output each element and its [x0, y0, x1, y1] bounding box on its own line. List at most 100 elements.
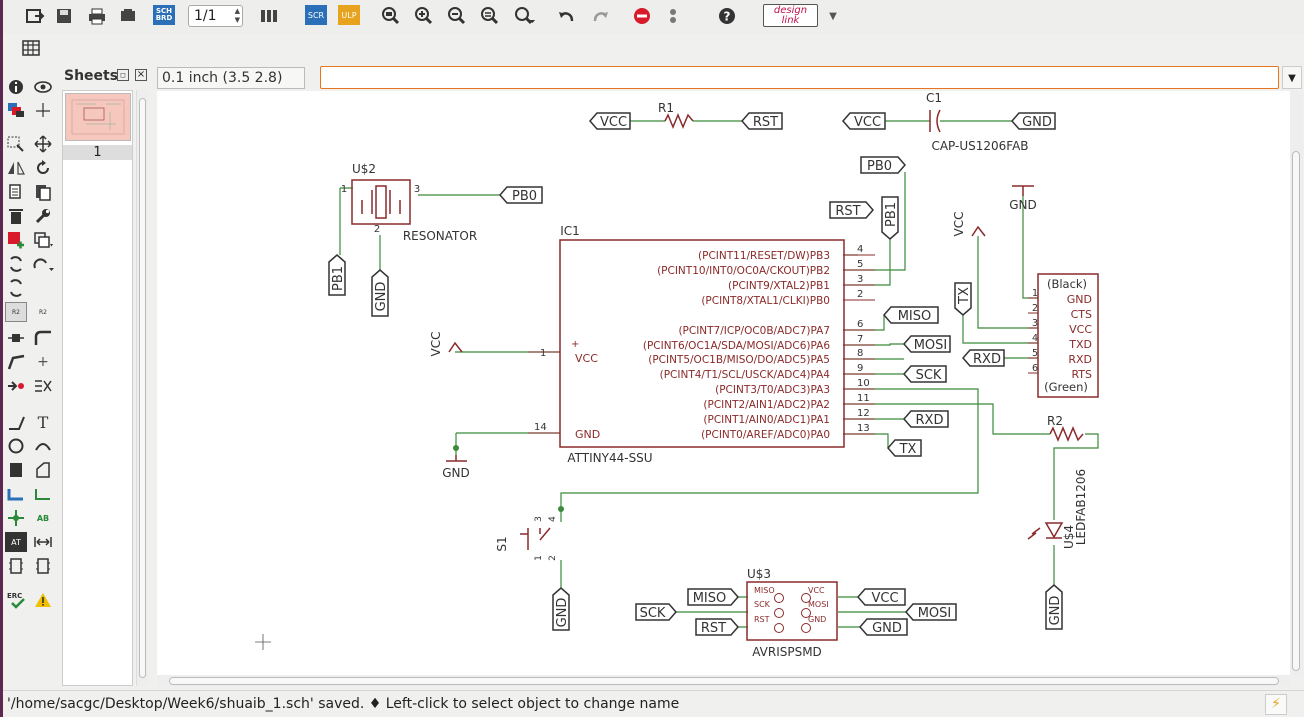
- canvas-vertical-scrollbar[interactable]: [1290, 91, 1303, 675]
- net-label-gnd-res[interactable]: GND: [371, 269, 389, 317]
- float-panel-icon[interactable]: ◻: [117, 69, 129, 81]
- go-icon[interactable]: [661, 5, 685, 27]
- net-label-pb0-res[interactable]: PB0: [499, 186, 543, 204]
- sheet-item[interactable]: 1: [63, 145, 132, 160]
- net-label-rxd-ftdi[interactable]: RXD: [962, 349, 1005, 367]
- rect-icon[interactable]: [5, 460, 27, 480]
- command-input[interactable]: [320, 66, 1279, 89]
- net-label-pb1-res[interactable]: PB1: [328, 254, 346, 296]
- circle-icon[interactable]: [5, 436, 27, 456]
- invoke-icon[interactable]: [5, 376, 27, 396]
- net-label-pb1-ic1[interactable]: PB1: [881, 196, 899, 240]
- net-label-gnd-isp[interactable]: GND: [859, 618, 908, 636]
- paste-icon[interactable]: [32, 182, 54, 202]
- command-history-dropdown-icon[interactable]: ▼: [1282, 66, 1302, 89]
- stop-command-icon[interactable]: ⚡: [1265, 694, 1287, 715]
- replace-icon[interactable]: [32, 230, 54, 250]
- wrench-icon[interactable]: [32, 206, 54, 226]
- page-spin-icon[interactable]: ▲▼: [234, 7, 240, 24]
- net-label-tx-ic1[interactable]: TX: [887, 439, 922, 457]
- net-label-rst-r1[interactable]: RST: [741, 112, 783, 130]
- undo-icon[interactable]: [555, 5, 579, 27]
- move-icon[interactable]: [32, 134, 54, 154]
- canvas-hscroll-thumb[interactable]: [169, 677, 1279, 685]
- miter-icon[interactable]: [32, 328, 54, 348]
- net-label-vcc-r1[interactable]: VCC: [589, 112, 631, 130]
- ulp-icon[interactable]: ULP: [338, 5, 360, 25]
- delete-icon[interactable]: [5, 206, 27, 226]
- erc-icon[interactable]: ERC: [5, 590, 27, 610]
- text-icon[interactable]: T: [37, 412, 49, 432]
- print-icon[interactable]: [85, 5, 109, 27]
- swap-icon[interactable]: [5, 254, 27, 274]
- bus-icon[interactable]: [5, 484, 27, 504]
- net-label-gnd-led[interactable]: GND: [1045, 584, 1063, 630]
- net-label-rxd-ic1[interactable]: RXD: [903, 410, 949, 428]
- net-label-tx-ftdi[interactable]: TX: [954, 282, 972, 316]
- zoom-select-icon[interactable]: [513, 5, 537, 27]
- attribute-icon[interactable]: AT: [5, 532, 27, 552]
- library-icon[interactable]: [257, 5, 281, 27]
- open-icon[interactable]: [23, 5, 47, 27]
- split-icon[interactable]: [5, 352, 27, 372]
- net-label-gnd-s1[interactable]: GND: [552, 587, 570, 631]
- frame-icon[interactable]: [5, 556, 27, 576]
- polygon-icon[interactable]: [32, 460, 54, 480]
- info-icon[interactable]: [5, 77, 27, 97]
- stop-icon[interactable]: [630, 5, 654, 27]
- pinswap-icon[interactable]: [5, 278, 27, 298]
- net-label-mosi-isp[interactable]: MOSI: [905, 603, 957, 621]
- net-label-pb0-ic1[interactable]: PB0: [860, 156, 906, 174]
- sheet-thumbnail[interactable]: [65, 93, 131, 141]
- zoom-redraw-icon[interactable]: [478, 5, 502, 27]
- net-label-sck-ic1[interactable]: SCK: [903, 365, 947, 383]
- help-icon[interactable]: ?: [715, 5, 739, 27]
- net-label-vcc-c1[interactable]: VCC: [842, 112, 886, 130]
- net-icon[interactable]: [32, 484, 54, 504]
- zoom-in-icon[interactable]: [412, 5, 436, 27]
- sheets-scrollbar[interactable]: [136, 90, 148, 686]
- redo-icon[interactable]: [588, 5, 612, 27]
- display-layers-icon[interactable]: [5, 100, 27, 120]
- optimize-icon[interactable]: +: [37, 354, 49, 370]
- arc-icon[interactable]: [32, 436, 54, 456]
- smash-icon[interactable]: [5, 328, 27, 348]
- dimension-icon[interactable]: [32, 532, 54, 552]
- net-label-vcc-isp[interactable]: VCC: [857, 588, 906, 606]
- canvas-vscroll-thumb[interactable]: [1292, 151, 1300, 671]
- net-label-rst-isp[interactable]: RST: [695, 618, 739, 636]
- close-panel-icon[interactable]: ×: [135, 69, 147, 81]
- mirror-icon[interactable]: [5, 158, 27, 178]
- cam-icon[interactable]: [116, 5, 140, 27]
- script-icon[interactable]: SCR: [305, 5, 327, 25]
- save-icon[interactable]: [52, 5, 76, 27]
- junction-icon[interactable]: [5, 508, 27, 528]
- gateswap-list-icon[interactable]: [32, 376, 54, 396]
- wire-icon[interactable]: [5, 412, 27, 432]
- zoom-out-icon[interactable]: [445, 5, 469, 27]
- group-icon[interactable]: [5, 134, 27, 154]
- sheets-scroll-thumb[interactable]: [139, 98, 146, 678]
- sch-brd-switch-icon[interactable]: SCH BRD: [153, 5, 175, 25]
- warning-icon[interactable]: [32, 590, 54, 610]
- rotate-icon[interactable]: [32, 158, 54, 178]
- net-label-miso-ic1[interactable]: MISO: [883, 306, 939, 324]
- design-link-dropdown-icon[interactable]: ▼: [829, 10, 837, 22]
- zoom-fit-icon[interactable]: [379, 5, 403, 27]
- name-icon[interactable]: R2: [5, 302, 27, 322]
- show-icon[interactable]: [32, 77, 54, 97]
- gate-swap-icon[interactable]: [32, 254, 54, 274]
- value-icon[interactable]: R2: [39, 308, 47, 316]
- net-label-gnd-c1[interactable]: GND: [1011, 112, 1056, 130]
- mark-icon[interactable]: [32, 100, 54, 120]
- grid-icon[interactable]: [20, 38, 42, 58]
- modules-icon[interactable]: [32, 556, 54, 576]
- copy-icon[interactable]: [5, 182, 27, 202]
- net-label-rst-ic1[interactable]: RST: [829, 201, 874, 219]
- net-label-miso-isp[interactable]: MISO: [687, 588, 739, 606]
- page-select[interactable]: 1/1▲▼: [188, 5, 243, 27]
- label-icon[interactable]: AB: [36, 513, 50, 523]
- add-icon[interactable]: [5, 230, 27, 250]
